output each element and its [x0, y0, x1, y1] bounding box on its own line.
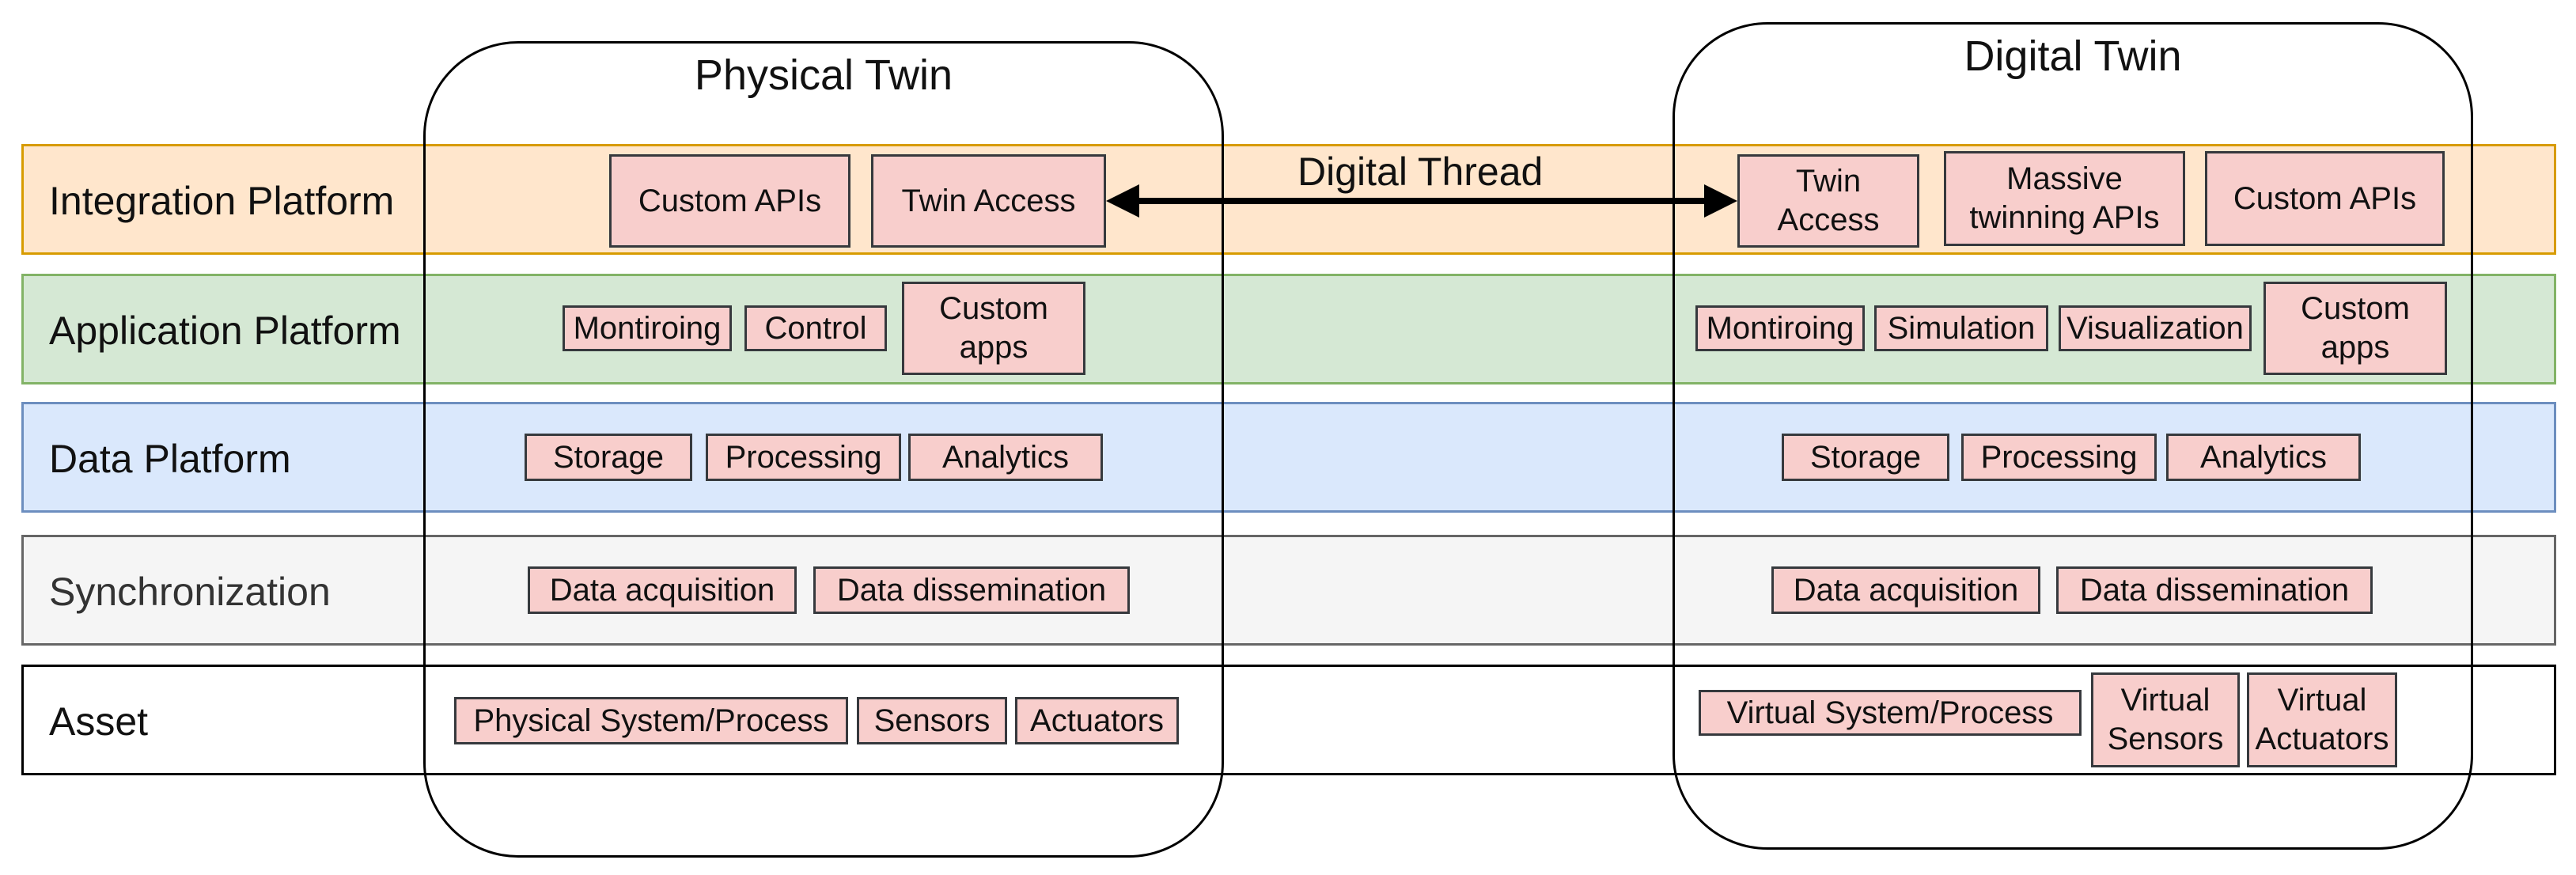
application-platform-label: Application Platform: [49, 309, 401, 353]
physical-data-acquisition-box: Data acquisition: [528, 566, 797, 614]
physical-analytics-box: Analytics: [908, 434, 1103, 481]
digital-visualization-box: Visualization: [2059, 305, 2252, 351]
physical-actuators-box: Actuators: [1015, 697, 1179, 744]
integration-platform-label: Integration Platform: [49, 179, 395, 223]
physical-monitoring-box: Montiroing: [563, 305, 732, 351]
virtual-sensors-box: Virtual Sensors: [2091, 672, 2240, 767]
virtual-system-process-box: Virtual System/Process: [1699, 690, 2082, 736]
physical-twin-container: [423, 41, 1224, 858]
virtual-actuators-box: Virtual Actuators: [2247, 672, 2397, 767]
data-platform-label: Data Platform: [49, 437, 291, 481]
digital-custom-apis-box: Custom APIs: [2205, 151, 2445, 246]
digital-storage-box: Storage: [1782, 434, 1949, 481]
digital-data-acquisition-box: Data acquisition: [1771, 566, 2040, 614]
digital-massive-twinning-apis-box: Massive twinning APIs: [1944, 151, 2185, 246]
physical-storage-box: Storage: [525, 434, 692, 481]
digital-twin-container: [1673, 22, 2473, 850]
synchronization-label: Synchronization: [49, 570, 331, 614]
physical-system-process-box: Physical System/Process: [454, 697, 848, 744]
physical-twin-access-box: Twin Access: [871, 154, 1106, 248]
digital-custom-apps-box: Custom apps: [2263, 282, 2447, 375]
digital-twin-title: Digital Twin: [1964, 32, 2182, 80]
asset-label: Asset: [49, 699, 149, 744]
physical-custom-apps-box: Custom apps: [902, 282, 1085, 375]
digital-data-dissemination-box: Data dissemination: [2056, 566, 2373, 614]
digital-analytics-box: Analytics: [2166, 434, 2361, 481]
physical-control-box: Control: [744, 305, 887, 351]
digital-processing-box: Processing: [1961, 434, 2157, 481]
digital-twin-access-box: Twin Access: [1737, 154, 1919, 248]
digital-monitoring-box: Montiroing: [1695, 305, 1865, 351]
digital-thread-label: Digital Thread: [1297, 150, 1544, 194]
physical-custom-apis-box: Custom APIs: [609, 154, 850, 248]
physical-sensors-box: Sensors: [857, 697, 1007, 744]
physical-twin-title: Physical Twin: [694, 51, 953, 99]
data-platform-band: Data Platform: [21, 402, 2556, 513]
digital-simulation-box: Simulation: [1874, 305, 2048, 351]
physical-data-dissemination-box: Data dissemination: [813, 566, 1130, 614]
physical-processing-box: Processing: [706, 434, 901, 481]
